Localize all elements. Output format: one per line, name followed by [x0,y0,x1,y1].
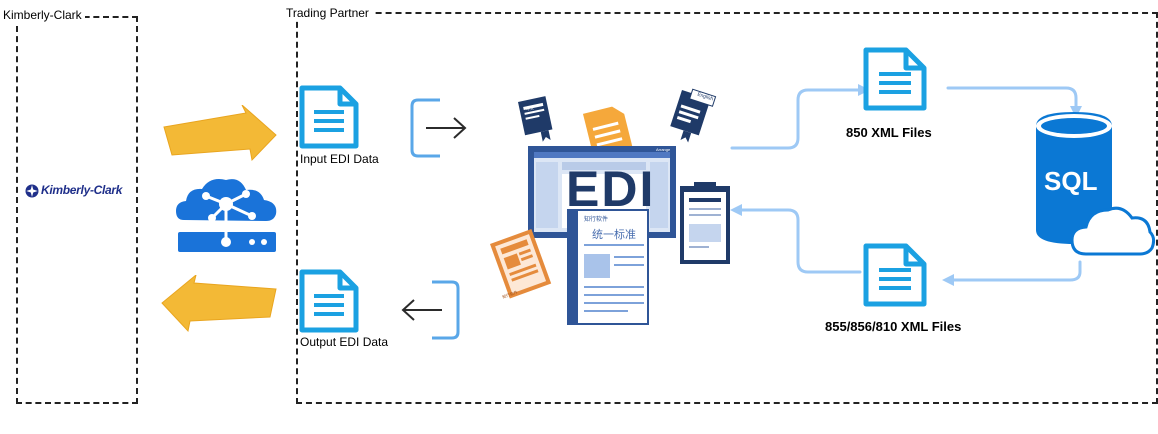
xml-855-file-icon [862,242,928,308]
xml-855-label: 855/856/810 XML Files [825,319,961,334]
sql-database-icon: SQL [1032,110,1158,265]
sql-label: SQL [1044,166,1097,197]
xml-850-label: 850 XML Files [846,125,932,140]
edi-to-850-connector [732,90,858,148]
850-to-sql-connector [948,88,1076,108]
855-to-clipboard-connector [740,210,860,272]
arrowhead-clipboard-icon [730,204,742,216]
xml-850-file-icon [862,46,928,112]
arrowhead-855-icon [942,274,954,286]
